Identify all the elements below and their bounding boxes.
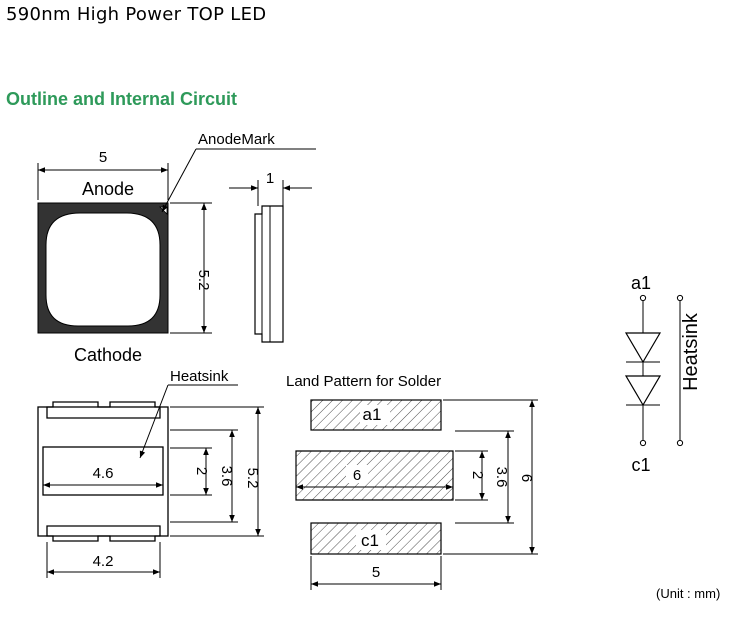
document-title: 590nm High Power TOP LED <box>6 4 267 25</box>
land-center-width-dimension: 6 <box>353 467 361 484</box>
land-pad-c1-label-bg <box>356 530 386 550</box>
land-total-height-dimension: 6 <box>518 474 535 482</box>
anode-mark-leader <box>161 148 197 213</box>
heatsink-terminal-top <box>676 294 684 302</box>
bottom-view: Heatsink 4.6 4.2 2 3.6 5.2 <box>37 368 264 578</box>
top-view: 5 Anode AnodeMark 5.2 Cathode <box>37 131 316 365</box>
lens <box>45 212 161 327</box>
anode-terminal <box>639 294 647 302</box>
land-heatsink-height-dimension: 2 <box>469 471 486 479</box>
section-heading: Outline and Internal Circuit <box>6 89 238 109</box>
anode-mark-label: AnodeMark <box>198 131 275 148</box>
diode-lower-icon <box>624 375 662 407</box>
land-heatsink-pad <box>295 450 454 501</box>
circuit-cathode-label: c1 <box>631 455 650 475</box>
top-width-dimension: 5 <box>99 149 107 166</box>
bottom-total-height-dimension: 5.2 <box>244 468 261 489</box>
land-pad-c1-label: c1 <box>361 531 379 550</box>
bottom-pad-span-dimension: 3.6 <box>218 466 235 487</box>
anode-label: Anode <box>82 179 134 199</box>
bottom-pad-width-dimension: 4.6 <box>93 465 114 482</box>
diode-upper-icon <box>624 332 662 364</box>
heatsink-terminal-bottom <box>676 439 684 447</box>
side-profile <box>254 205 284 343</box>
land-pattern-title: Land Pattern for Solder <box>286 373 441 390</box>
land-pattern: Land Pattern for Solder a1 6 c1 5 2 3.6 … <box>286 373 538 590</box>
side-thickness-dimension: 1 <box>266 170 274 187</box>
bottom-heatsink-height-dimension: 2 <box>193 467 210 475</box>
circuit-anode-label: a1 <box>631 273 651 293</box>
land-center-width-label-bg <box>346 465 368 483</box>
cathode-label: Cathode <box>74 345 142 365</box>
bottom-body-width-dimension: 4.2 <box>93 553 114 570</box>
circuit-heatsink-label: Heatsink <box>680 312 702 391</box>
cathode-terminal <box>639 439 647 447</box>
land-pad-a1-label: a1 <box>363 405 382 424</box>
heatsink-callout-label: Heatsink <box>170 368 229 385</box>
side-view: 1 <box>229 170 312 343</box>
bottom-pad-top <box>46 401 161 419</box>
land-pad-span-dimension: 3.6 <box>493 467 510 488</box>
top-height-dimension: 5.2 <box>195 270 212 291</box>
unit-note: (Unit : mm) <box>656 586 721 601</box>
bottom-pad-bottom <box>46 525 161 542</box>
land-pad-width-dimension: 5 <box>372 564 380 581</box>
internal-circuit: a1 c1 Heatsink <box>624 273 702 475</box>
land-pad-a1-label-bg <box>360 405 390 425</box>
bottom-heatsink-pad <box>42 446 164 496</box>
heatsink-callout-leader <box>139 384 169 459</box>
